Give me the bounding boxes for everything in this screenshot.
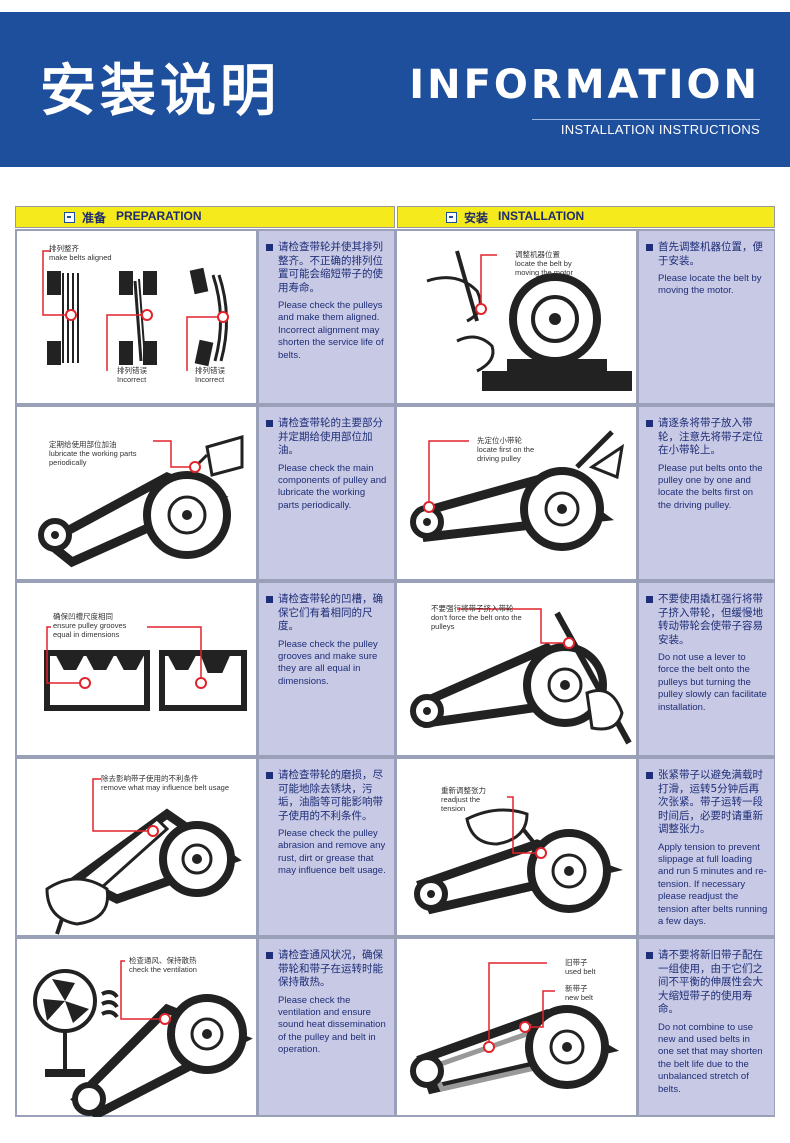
label-incorrect-cn: 排列错误 bbox=[117, 366, 147, 375]
label-used-en: used belt bbox=[565, 967, 596, 976]
prep-2-cn: 请检查带轮的主要部分并定期给使用部位加油。 bbox=[278, 417, 383, 456]
prep-3-text: 请检查带轮的凹槽，确保它们有着相同的尺度。 Please check the p… bbox=[258, 582, 395, 756]
bullet-square-icon bbox=[646, 244, 653, 251]
bullet-square-icon bbox=[266, 772, 273, 779]
label-grooves-en: ensure pulley grooves equal in dimension… bbox=[53, 621, 127, 639]
prep-3-en: Please check the pulley grooves and make… bbox=[278, 638, 378, 687]
label-aligned-en: make belts aligned bbox=[49, 253, 112, 262]
prep-1-en: Please check the pulleys and make them a… bbox=[278, 300, 384, 361]
inst-3-text: 不要使用撬杠强行将带子挤入带轮，但缓慢地转动带轮会使带子容易安装。 Do not… bbox=[638, 582, 775, 756]
section-label-cn: 准备 bbox=[82, 211, 107, 225]
label-new-cn: 新带子 bbox=[565, 984, 588, 993]
label-ventilation-en: check the ventilation bbox=[129, 965, 197, 974]
prep-1-text: 请检查带轮并使其排列整齐。不正确的排列位置可能会缩短带子的使用寿命。 Pleas… bbox=[258, 230, 395, 404]
label-readjust-cn: 重新调整张力 bbox=[441, 786, 486, 795]
lubricate-figure bbox=[38, 435, 244, 568]
title-divider bbox=[532, 119, 760, 120]
inst-4-illustration: 重新调整张力 readjust the tension bbox=[396, 758, 637, 936]
inst-3-illustration: 不要强行将带子挤入带轮 don't force the belt onto th… bbox=[396, 582, 637, 756]
prep-5-en: Please check the ventilation and ensure … bbox=[278, 994, 386, 1056]
abrasion-figure bbox=[45, 778, 242, 935]
label-remove-en: remove what may influence belt usage bbox=[101, 783, 229, 792]
section-label-cn: 安装 bbox=[464, 211, 489, 225]
inst-1-cn: 首先调整机器位置，便于安装。 bbox=[658, 241, 763, 267]
label-locate-cn: 调整机器位置 bbox=[515, 250, 560, 259]
bullet-square-icon bbox=[646, 420, 653, 427]
bullet-square-icon bbox=[266, 244, 273, 251]
inst-3-cn: 不要使用撬杠强行将带子挤入带轮，但缓慢地转动带轮会使带子容易安装。 bbox=[658, 593, 763, 646]
prep-4-illustration: 除去影响带子使用的不利条件 remove what may influence … bbox=[16, 758, 257, 936]
prep-2-en: Please check the main components of pull… bbox=[278, 462, 387, 511]
label-readjust-en: readjust the tension bbox=[441, 795, 481, 813]
section-label-en: INSTALLATION bbox=[498, 209, 585, 223]
section-bar-installation: 安装 INSTALLATION bbox=[397, 206, 775, 228]
bullet-square-icon bbox=[646, 952, 653, 959]
inst-4-en: Apply tension to prevent slippage at ful… bbox=[658, 841, 768, 927]
bullet-square-icon bbox=[646, 772, 653, 779]
prep-5-cn: 请检查通风状况，确保带轮和带子在运转时能保持散热。 bbox=[278, 949, 383, 988]
label-force-cn: 不要强行将带子挤入带轮 bbox=[431, 604, 514, 613]
prep-1-cn: 请检查带轮并使其排列整齐。不正确的排列位置可能会缩短带子的使用寿命。 bbox=[278, 241, 383, 294]
section-label-en: PREPARATION bbox=[116, 209, 202, 223]
inst-4-text: 张紧带子以避免满载时打滑，运转5分钟后再次张紧。带子运转一段时间后，必要时请重新… bbox=[638, 758, 775, 936]
pulley-grooves-figure bbox=[44, 626, 247, 711]
label-lubricate-cn: 定期给使用部位加油 bbox=[49, 440, 117, 449]
label-aligned-cn: 排列整齐 bbox=[49, 244, 79, 253]
section-box-icon bbox=[446, 212, 457, 223]
label-force-en: don't force the belt onto the pulleys bbox=[431, 613, 522, 631]
tension-figure bbox=[414, 796, 624, 915]
prep-4-text: 请检查带轮的磨损，尽可能地除去锈块，污垢，油脂等可能影响带子使用的不利条件。 P… bbox=[258, 758, 395, 936]
inst-2-text: 请逐条将带子放入带轮，注意先将带子定位在小带轮上。 Please put bel… bbox=[638, 406, 775, 580]
inst-1-text: 首先调整机器位置，便于安装。 Please locate the belt by… bbox=[638, 230, 775, 404]
prep-5-text: 请检查通风状况，确保带轮和带子在运转时能保持散热。 Please check t… bbox=[258, 938, 395, 1116]
new-used-belt-figure bbox=[410, 962, 620, 1095]
inst-1-en: Please locate the belt by moving the mot… bbox=[658, 273, 762, 297]
inst-5-text: 请不要将新旧带子配在一组使用，由于它们之间不平衡的伸展性会大大缩短带子的使用寿命… bbox=[638, 938, 775, 1116]
prep-1-illustration: 排列整齐 make belts aligned 排列错误 Incorrect 排… bbox=[16, 230, 257, 404]
label-remove-cn: 除去影响带子使用的不利条件 bbox=[101, 774, 199, 783]
inst-4-cn: 张紧带子以避免满载时打滑，运转5分钟后再次张紧。带子运转一段时间后，必要时请重新… bbox=[658, 769, 763, 835]
label-lubricate-en: lubricate the working parts periodically bbox=[49, 449, 137, 467]
prep-4-cn: 请检查带轮的磨损，尽可能地除去锈块，污垢，油脂等可能影响带子使用的不利条件。 bbox=[278, 769, 383, 822]
label-incorrect-en: Incorrect bbox=[117, 375, 147, 384]
section-bar-preparation: 准备 PREPARATION bbox=[15, 206, 395, 228]
inst-3-en: Do not use a lever to force the belt ont… bbox=[658, 652, 767, 713]
inst-2-en: Please put belts onto the pulley one by … bbox=[658, 462, 763, 511]
label-incorrect-cn: 排列错误 bbox=[195, 366, 225, 375]
prep-5-illustration: 检查通风、保持散热 check the ventilation bbox=[16, 938, 257, 1117]
label-driving-cn: 先定位小带轮 bbox=[477, 436, 522, 445]
bullet-square-icon bbox=[266, 952, 273, 959]
lever-figure bbox=[410, 608, 632, 745]
inst-2-illustration: 先定位小带轮 locate first on the driving pulle… bbox=[396, 406, 637, 580]
section-box-icon bbox=[64, 212, 75, 223]
prep-2-illustration: 定期给使用部位加油 lubricate the working parts pe… bbox=[16, 406, 257, 580]
inst-1-illustration: 调整机器位置 locate the belt by moving the mot… bbox=[396, 230, 637, 404]
driving-pulley-figure bbox=[410, 430, 625, 551]
prep-3-cn: 请检查带轮的凹槽，确保它们有着相同的尺度。 bbox=[278, 593, 383, 632]
label-new-en: new belt bbox=[565, 993, 593, 1002]
page-header: 安装说明 INFORMATION INSTALLATION INSTRUCTIO… bbox=[0, 12, 790, 167]
bullet-square-icon bbox=[266, 596, 273, 603]
label-driving-en: locate first on the driving pulley bbox=[477, 445, 535, 463]
page-subtitle: INSTALLATION INSTRUCTIONS bbox=[560, 122, 760, 137]
inst-5-cn: 请不要将新旧带子配在一组使用，由于它们之间不平衡的伸展性会大大缩短带子的使用寿命… bbox=[658, 949, 763, 1015]
bullet-square-icon bbox=[266, 420, 273, 427]
bullet-square-icon bbox=[646, 596, 653, 603]
inst-5-en: Do not combine to use new and used belts… bbox=[658, 1021, 763, 1095]
prep-2-text: 请检查带轮的主要部分并定期给使用部位加油。 Please check the m… bbox=[258, 406, 395, 580]
label-incorrect-en: Incorrect bbox=[195, 375, 225, 384]
prep-3-illustration: 确保凹槽尺度相同 ensure pulley grooves equal in … bbox=[16, 582, 257, 756]
label-grooves-cn: 确保凹槽尺度相同 bbox=[53, 612, 113, 621]
inst-5-illustration: 旧带子 used belt 新带子 new belt bbox=[396, 938, 637, 1116]
inst-2-cn: 请逐条将带子放入带轮，注意先将带子定位在小带轮上。 bbox=[658, 417, 763, 456]
page-title-en: INFORMATION bbox=[409, 62, 760, 108]
page-title-cn: 安装说明 bbox=[40, 59, 280, 124]
label-used-cn: 旧带子 bbox=[565, 958, 588, 967]
belts-alignment-figure bbox=[42, 250, 229, 371]
label-ventilation-cn: 检查通风、保持散热 bbox=[129, 956, 197, 965]
label-locate-en: locate the belt by moving the motor bbox=[515, 259, 573, 277]
ventilation-figure bbox=[33, 960, 253, 1117]
prep-4-en: Please check the pulley abrasion and rem… bbox=[278, 828, 386, 877]
motor-figure bbox=[426, 250, 632, 391]
